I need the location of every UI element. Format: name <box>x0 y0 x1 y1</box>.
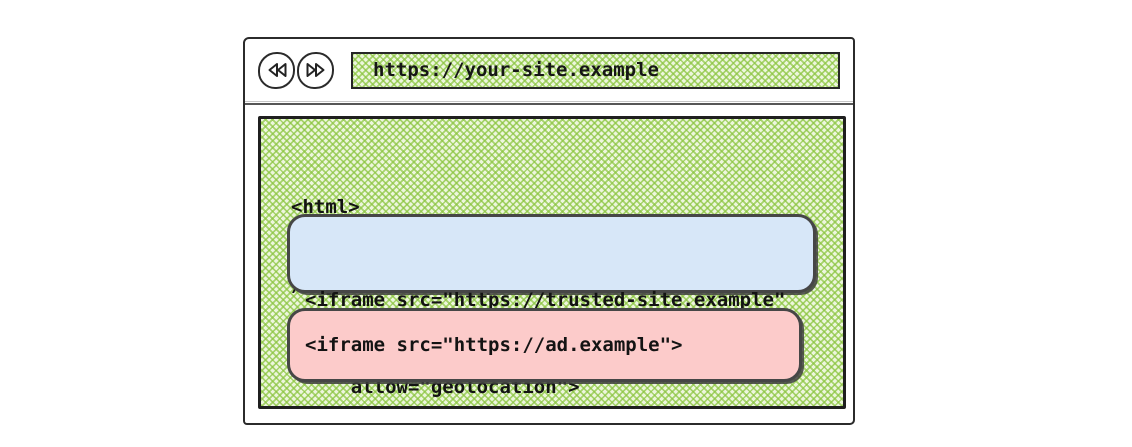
address-bar[interactable]: https://your-site.example <box>351 51 840 89</box>
trusted-iframe-code-line-1: <iframe src="https://trusted-site.exampl… <box>305 289 786 311</box>
code-line-html-open: <html> <box>291 196 360 218</box>
ad-iframe-box: <iframe src="https://ad.example"> <box>287 308 802 382</box>
trusted-iframe-box: <iframe src="https://trusted-site.exampl… <box>287 214 816 398</box>
ad-iframe-code-line-1: <iframe src="https://ad.example"> <box>305 334 683 356</box>
back-button[interactable] <box>258 51 295 89</box>
toolbar-divider <box>245 101 853 105</box>
forward-button[interactable] <box>297 51 334 89</box>
address-bar-url: https://your-site.example <box>373 59 659 81</box>
double-right-triangles-icon <box>304 59 328 81</box>
browser-toolbar: https://your-site.example <box>245 39 853 101</box>
browser-window: https://your-site.example <html> // your… <box>243 37 855 425</box>
double-left-triangles-icon <box>265 59 289 81</box>
page-content-area: <html> // your-site.example code <iframe… <box>258 116 846 409</box>
